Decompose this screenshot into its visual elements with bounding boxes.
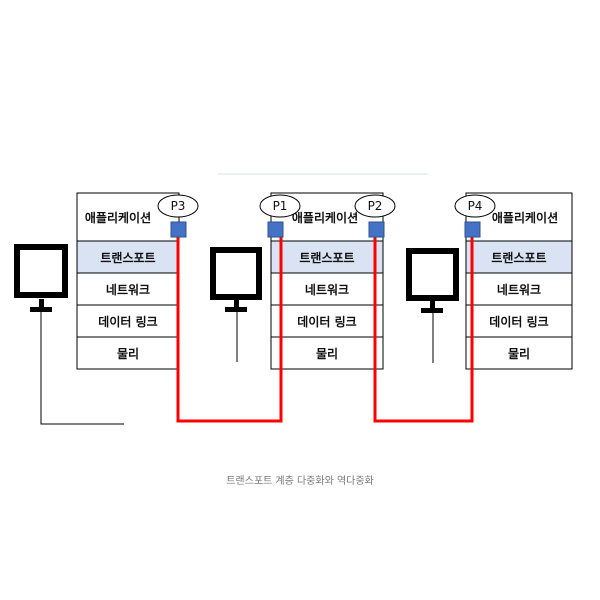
port-p1-label: P1 <box>273 199 288 213</box>
port-p3: P3 <box>157 194 199 218</box>
socket-p3 <box>170 221 187 238</box>
layer-physical-label: 물리 <box>117 346 139 361</box>
layer-physical-box <box>270 336 384 370</box>
demux-path-p2-p4 <box>373 229 474 423</box>
layer-network-label: 네트워크 <box>305 282 349 297</box>
socket-p4 <box>464 221 481 238</box>
layer-transport-box <box>465 240 573 274</box>
computer-monitor-icon <box>406 248 459 363</box>
socket-p1 <box>267 221 284 238</box>
host-middle: 애플리케이션 트랜스포트 네트워크 데이터 링크 물리 <box>210 192 384 370</box>
layer-application-label: 애플리케이션 <box>292 210 358 225</box>
demux-path-p3-p1 <box>176 229 283 423</box>
layer-transport-box <box>76 240 180 274</box>
layer-link-label: 데이터 링크 <box>297 314 356 329</box>
layer-link-box <box>76 304 180 338</box>
layer-application-label: 애플리케이션 <box>492 210 558 225</box>
host-left: 애플리케이션 트랜스포트 네트워크 데이터 링크 물리 <box>14 192 180 425</box>
port-p2: P2 <box>354 194 396 218</box>
port-p4-label: P4 <box>468 199 483 213</box>
layer-network-label: 네트워크 <box>106 282 150 297</box>
layer-transport-label: 트랜스포트 <box>491 250 546 265</box>
layer-transport-box <box>270 240 384 274</box>
layer-link-label: 데이터 링크 <box>98 314 157 329</box>
layer-application-label: 애플리케이션 <box>85 210 151 225</box>
layer-physical-label: 물리 <box>316 346 338 361</box>
layer-transport-label: 트랜스포트 <box>299 250 354 265</box>
port-p1: P1 <box>259 194 301 218</box>
layer-physical-label: 물리 <box>508 346 530 361</box>
layer-link-box <box>465 304 573 338</box>
protocol-stack-left: 애플리케이션 트랜스포트 네트워크 데이터 링크 물리 <box>76 192 180 370</box>
protocol-stack-right: 애플리케이션 트랜스포트 네트워크 데이터 링크 물리 <box>465 192 573 370</box>
layer-network-box <box>465 272 573 306</box>
layer-physical-box <box>76 336 180 370</box>
layer-transport-label: 트랜스포트 <box>100 250 155 265</box>
port-p3-label: P3 <box>171 199 186 213</box>
layer-network-box <box>270 272 384 306</box>
computer-monitor-icon <box>14 244 124 425</box>
layer-network-box <box>76 272 180 306</box>
figure-caption: 트랜스포트 계층 다중화와 역다중화 <box>226 476 374 487</box>
protocol-stack-middle: 애플리케이션 트랜스포트 네트워크 데이터 링크 물리 <box>270 192 384 370</box>
layer-physical-box <box>465 336 573 370</box>
layer-network-label: 네트워크 <box>497 282 541 297</box>
host-left-link <box>40 312 124 425</box>
computer-monitor-icon <box>210 247 262 362</box>
port-p2-label: P2 <box>368 199 383 213</box>
socket-p2 <box>368 221 385 238</box>
port-p4: P4 <box>454 194 496 218</box>
host-right: 애플리케이션 트랜스포트 네트워크 데이터 링크 물리 <box>406 192 573 370</box>
layer-link-label: 데이터 링크 <box>489 314 548 329</box>
